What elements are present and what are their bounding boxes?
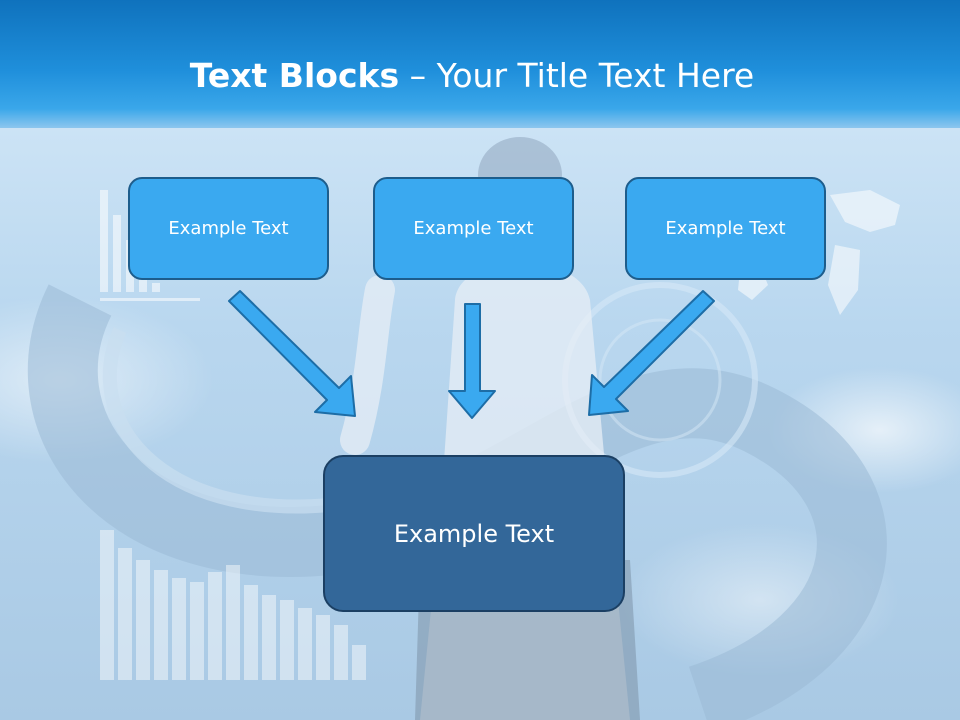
slide-title: Text Blocks – Your Title Text Here bbox=[0, 56, 944, 96]
arrow-center-down bbox=[448, 303, 496, 419]
text-block-3[interactable]: Example Text bbox=[625, 177, 826, 280]
text-block-2[interactable]: Example Text bbox=[373, 177, 574, 280]
title-separator: – bbox=[399, 56, 437, 95]
text-block-main[interactable]: Example Text bbox=[323, 455, 625, 612]
arrow-left-diagonal bbox=[228, 290, 356, 417]
title-rest: Your Title Text Here bbox=[436, 56, 755, 95]
title-bold-part: Text Blocks bbox=[189, 56, 400, 95]
arrow-right-diagonal bbox=[588, 290, 715, 416]
title-bar bbox=[0, 0, 960, 128]
text-block-1[interactable]: Example Text bbox=[128, 177, 329, 280]
